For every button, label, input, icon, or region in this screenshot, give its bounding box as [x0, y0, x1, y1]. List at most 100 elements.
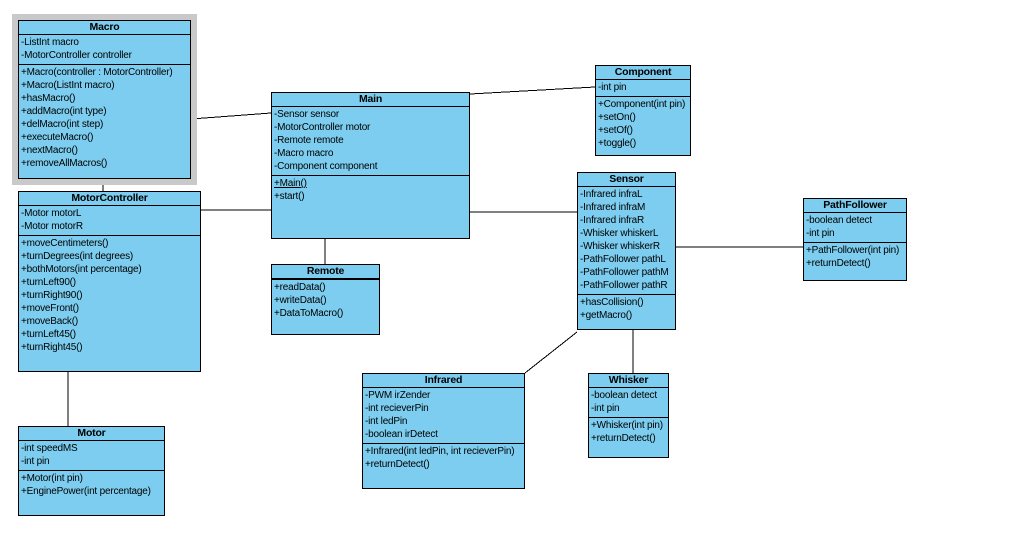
attributes-compartment-main: -Sensor sensor -MotorController motor -Rem… — [272, 107, 469, 175]
method-row: +bothMotors(int percentage) — [21, 264, 142, 275]
method-row: +Whisker(int pin) — [591, 420, 663, 431]
method-row: +readData() — [274, 282, 326, 293]
class-motor[interactable]: Motor -int speedMS -int pin +Motor(int pin)… — [18, 426, 165, 516]
class-title-macro: Macro — [19, 21, 190, 35]
class-title-motorcontroller: MotorController — [19, 192, 200, 206]
attribute-row: -boolean detect — [591, 390, 657, 401]
methods-compartment-remote: +readData() +writeData() +DataToMacro() — [272, 279, 379, 334]
class-whisker[interactable]: Whisker -boolean detect -int pin +Whisker(i… — [588, 373, 669, 458]
method-row: +getMacro() — [580, 310, 632, 321]
class-sensor[interactable]: Sensor-Infrared infraL-Infrared infraM-I… — [577, 172, 676, 330]
methods-compartment-sensor: +hasCollision() +getMacro() — [578, 294, 675, 329]
method-row: +turnLeft45() — [21, 329, 76, 340]
method-row: +nextMacro() — [21, 145, 78, 156]
attribute-row: -Component component — [274, 161, 378, 172]
method-row: +delMacro(int step) — [21, 119, 104, 130]
attribute-row: -Remote remote — [274, 135, 344, 146]
method-row: +toggle() — [598, 138, 636, 149]
attribute-row: -PWM irZender — [365, 390, 431, 401]
method-row: +moveCentimeters() — [21, 238, 109, 249]
attribute-row: -int pin — [598, 82, 627, 93]
class-motorcontroller[interactable]: MotorController-Motor motorL-Motor motor… — [18, 191, 201, 372]
methods-compartment-component: +Component(int pin) +setOn() +setOf() +togg… — [596, 96, 690, 155]
methods-compartment-main: +Main() +start() — [272, 175, 469, 238]
method-row: +removeAllMacros() — [21, 158, 108, 169]
method-row: +executeMacro() — [21, 132, 94, 143]
class-macro[interactable]: Macro-ListInt macro-MotorController cont… — [12, 14, 197, 185]
method-row: +returnDetect() — [591, 433, 656, 444]
method-row: +EnginePower(int percentage) — [21, 486, 151, 497]
methods-compartment-infrared: +Infrared(int ledPin, int recieverPin) +r… — [363, 443, 524, 488]
method-row: +hasCollision() — [580, 297, 644, 308]
attribute-row: -Sensor sensor — [274, 109, 340, 120]
method-row: +hasMacro() — [21, 93, 76, 104]
method-row: +returnDetect() — [365, 459, 430, 470]
attribute-row: -boolean irDetect — [365, 429, 438, 440]
attribute-row: -ListInt macro — [21, 37, 79, 48]
attribute-row: -int pin — [806, 228, 835, 239]
methods-compartment-motor: +Motor(int pin) +EnginePower(int percenta… — [19, 470, 164, 515]
attributes-compartment-sensor: -Infrared infraL -Infrared infraM -Infrare… — [578, 187, 675, 294]
attribute-row: -Motor motorL — [21, 208, 82, 219]
method-row: +addMacro(int type) — [21, 106, 107, 117]
attribute-row: -int ledPin — [365, 416, 408, 427]
attributes-compartment-motorcontroller: -Motor motorL -Motor motorR — [19, 206, 200, 235]
attributes-compartment-whisker: -boolean detect -int pin — [589, 388, 668, 417]
attribute-row: -PathFollower pathM — [580, 267, 669, 278]
attribute-row: -Whisker whiskerR — [580, 241, 660, 252]
attribute-row: -int speedMS — [21, 443, 78, 454]
method-row: +turnLeft90() — [21, 277, 76, 288]
method-row: +turnDegrees(int degrees) — [21, 251, 134, 262]
methods-compartment-motorcontroller: +moveCentimeters() +turnDegrees(int degre… — [19, 235, 200, 371]
method-row: +Infrared(int ledPin, int recieverPin) — [365, 446, 515, 457]
attributes-compartment-pathfollower: -boolean detect-int pin — [804, 213, 906, 242]
attribute-row: -Infrared infraL — [580, 189, 643, 200]
class-infrared[interactable]: Infrared -PWM irZender -int recieverPin -in… — [362, 373, 525, 489]
method-row: +PathFollower(int pin) — [806, 245, 900, 256]
class-title-component: Component — [596, 66, 690, 80]
attribute-row: -Infrared infraR — [580, 215, 645, 226]
attribute-row: -PathFollower pathL — [580, 254, 666, 265]
attributes-compartment-infrared: -PWM irZender -int recieverPin -int ledPin… — [363, 388, 524, 443]
connector-macro-main[interactable] — [190, 112, 272, 120]
class-remote[interactable]: Remote+readData()+writeData()+DataToMacr… — [271, 264, 380, 335]
method-row: +Main() — [274, 178, 307, 189]
class-component[interactable]: Component -int pin +Component(int pin) +set… — [595, 65, 691, 156]
attribute-row: -int pin — [21, 456, 50, 467]
attribute-row: -Motor motorR — [21, 221, 83, 232]
method-row: +moveBack() — [21, 316, 78, 327]
method-row: +turnRight90() — [21, 290, 83, 301]
method-row: +DataToMacro() — [274, 308, 344, 319]
method-row: +Macro(ListInt macro) — [21, 80, 115, 91]
class-title-whisker: Whisker — [589, 374, 668, 388]
attribute-row: -Macro macro — [274, 148, 334, 159]
attribute-row: -Whisker whiskerL — [580, 228, 659, 239]
method-row: +Motor(int pin) — [21, 473, 83, 484]
method-row: +setOn() — [598, 112, 636, 123]
class-title-motor: Motor — [19, 427, 164, 441]
connector-main-component[interactable] — [469, 86, 596, 95]
class-pathfollower[interactable]: PathFollower-boolean detect-int pin+Path… — [803, 198, 907, 281]
class-title-main: Main — [272, 93, 469, 107]
method-row: +turnRight45() — [21, 342, 83, 353]
attribute-row: -Infrared infraM — [580, 202, 646, 213]
method-row: +moveFront() — [21, 303, 79, 314]
methods-compartment-pathfollower: +PathFollower(int pin) +returnDetect() — [804, 242, 906, 280]
methods-compartment-macro: +Macro(controller : MotorController)+Mac… — [19, 64, 190, 178]
attribute-row: -MotorController motor — [274, 122, 371, 133]
method-row: +writeData() — [274, 295, 327, 306]
attributes-compartment-macro: -ListInt macro-MotorController controlle… — [19, 35, 190, 64]
attribute-row: -int pin — [591, 403, 620, 414]
method-row: +setOf() — [598, 125, 633, 136]
class-title-pathfollower: PathFollower — [804, 199, 906, 213]
connector-sensor-infrared[interactable] — [524, 331, 578, 374]
class-title-infrared: Infrared — [363, 374, 524, 388]
attribute-row: -PathFollower pathR — [580, 280, 668, 291]
method-row: +returnDetect() — [806, 258, 871, 269]
class-main[interactable]: Main -Sensor sensor -MotorController motor… — [271, 92, 470, 239]
method-row: +Component(int pin) — [598, 99, 686, 110]
method-row: +start() — [274, 191, 305, 202]
attribute-row: -int recieverPin — [365, 403, 429, 414]
